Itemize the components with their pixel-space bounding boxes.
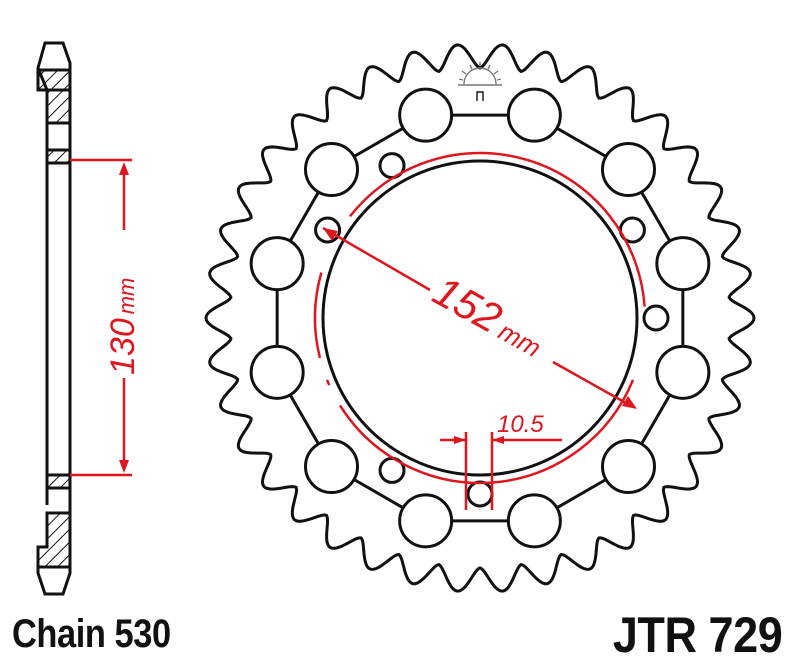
- top-hub-hatch: [45, 148, 72, 165]
- bolt-hole: [642, 304, 670, 332]
- hole-ring-segment: [556, 126, 607, 158]
- bolt-hole-dimension-label: 10.5: [497, 411, 544, 438]
- lightening-hole: [655, 236, 711, 292]
- sprocket-front-view: [204, 43, 756, 593]
- bolt-hole-dimension: [440, 432, 562, 510]
- pcd-arc-upper: [348, 151, 646, 307]
- bottom-hatched-section: [36, 511, 72, 569]
- lightening-hole: [304, 438, 360, 494]
- hole-ring-segment: [288, 394, 320, 445]
- lightening-hole: [600, 142, 656, 198]
- hole-ring-segment: [640, 191, 672, 242]
- hole-ring-segment: [353, 126, 404, 158]
- pcd-arc-lower: [339, 379, 635, 485]
- lightening-hole: [249, 344, 305, 400]
- side-profile-view: [36, 41, 72, 596]
- part-number-label: JTR 729: [612, 607, 783, 663]
- center-bore-circle: [321, 159, 639, 477]
- lightening-hole: [249, 236, 305, 292]
- manufacturer-sun-logo: [458, 62, 502, 101]
- pcd-dimension: [322, 226, 637, 409]
- chain-size-label: Chain 530: [12, 612, 171, 656]
- lightening-hole: [398, 493, 454, 549]
- lightening-hole: [506, 87, 562, 143]
- bottom-tooth-profile: [36, 565, 72, 596]
- lightening-hole: [506, 493, 562, 549]
- center-bore-dimension: [70, 158, 132, 477]
- hole-ring-segment: [288, 191, 320, 242]
- lightening-hole: [655, 344, 711, 400]
- hole-ring-segment: [353, 478, 404, 510]
- top-hatched-section: [36, 68, 72, 125]
- bottom-hub-hatch: [45, 473, 72, 490]
- hole-ring-segment: [640, 394, 672, 445]
- pcd-arc-left: [313, 272, 323, 359]
- hole-ring-segment: [556, 478, 607, 510]
- lightening-hole: [600, 438, 656, 494]
- center-bore-dimension-label: 130mm: [104, 278, 142, 375]
- lightening-hole: [304, 142, 360, 198]
- pcd-arc-left-tick: [325, 379, 331, 386]
- bolt-hole: [466, 480, 494, 508]
- lightening-hole: [398, 87, 454, 143]
